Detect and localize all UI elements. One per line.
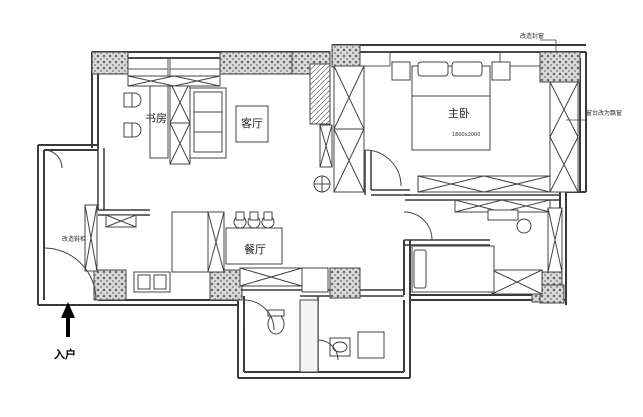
label-dining: 餐厅 [244,243,266,256]
label-living: 客厅 [241,117,263,130]
doors [43,149,433,361]
label-right-note: 窗台改为飘窗 [586,110,623,117]
glass-partition [309,63,331,125]
label-study: 书房 [145,112,167,125]
label-entry-cabinet: 改造鞋柜 [62,236,87,243]
arrow-up-icon [61,302,75,337]
furniture [123,61,532,373]
label-top-right-note: 改造封窗 [520,33,545,40]
label-entry: 入户 [54,348,76,361]
label-master: 主卧 [448,107,470,120]
label-bed-size: 1800x2000 [452,132,481,138]
annotation-leaders [540,39,586,121]
cabinets [84,65,579,295]
